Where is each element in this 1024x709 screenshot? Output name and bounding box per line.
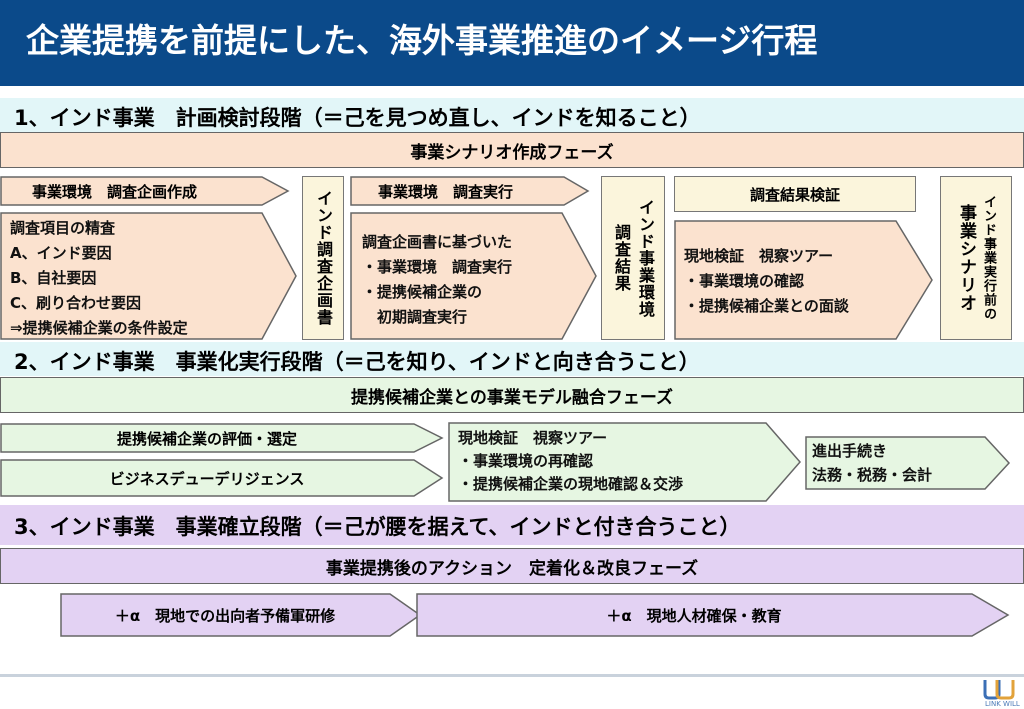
phase1-arrow-execute xyxy=(350,176,590,206)
phase2-tour-list: 現地検証 視察ツアー ・事業環境の再確認 ・提携候補企業の現地確認＆交渉 xyxy=(458,427,683,496)
phase2-tour-0: 現地検証 視察ツアー xyxy=(458,429,608,447)
phase3-title: 3、インド事業 事業確立段階（＝己が腰を据えて、インドと付き合うこと） xyxy=(14,515,741,539)
phase1-verify-list: 現地検証 視察ツアー ・事業環境の確認 ・提携候補企業との面談 xyxy=(684,244,849,319)
phase1-arrow-items xyxy=(0,212,297,340)
phase1-results-line1: 調査結果 xyxy=(612,224,631,292)
phase1-execute-1: ・事業環境 調査実行 xyxy=(362,258,513,276)
phase2-arrow-entry xyxy=(805,436,1011,490)
phase1-arrow-planning-label: 事業環境 調査企画作成 xyxy=(32,183,198,201)
phase2-arrow-dd-label: ビジネスデューデリジェンス xyxy=(109,470,305,488)
phase1-plan-doc: インド調査企画書 xyxy=(302,176,344,340)
phase1-scenario-box: インド事業実行前の 事業シナリオ xyxy=(940,176,1012,340)
phase2-arrow-eval xyxy=(0,423,444,453)
phase1-arrow-execute-detail xyxy=(350,212,597,340)
phase2-title-bg xyxy=(0,342,1024,376)
phase1-verify-1: ・事業環境の確認 xyxy=(684,272,805,290)
phase1-results-box: インド事業環境 調査結果 xyxy=(601,176,665,340)
phase3-arrow-hr xyxy=(416,593,1010,637)
phase2-tour-2: ・提携候補企業の現地確認＆交渉 xyxy=(458,475,684,493)
phase1-title-bg xyxy=(0,98,1024,132)
phase3-arrow-training xyxy=(60,593,422,637)
phase1-title: 1、インド事業 計画検討段階（＝己を見つめ直し、インドを知ること） xyxy=(14,106,701,130)
phase3-title-bg xyxy=(0,505,1024,545)
phase1-arrow-verify xyxy=(674,220,933,340)
phase2-entry-list: 進出手続き 法務・税務・会計 xyxy=(812,439,932,487)
phase1-execute-2: ・提携候補企業の xyxy=(362,283,483,301)
phase1-execute-0: 調査企画書に基づいた xyxy=(362,233,513,251)
phase1-arrow-execute-label: 事業環境 調査実行 xyxy=(378,183,514,201)
phase1-item-2: B、自社要因 xyxy=(10,269,97,287)
phase1-arrow-planning xyxy=(0,176,290,206)
footer-line xyxy=(0,674,1024,677)
phase2-title: 2、インド事業 事業化実行段階（＝己を知り、インドと向き合うこと） xyxy=(14,350,700,374)
phase1-band: 事業シナリオ作成フェーズ xyxy=(0,132,1024,168)
phase1-verify-0: 現地検証 視察ツアー xyxy=(684,247,834,265)
phase1-execute-list: 調査企画書に基づいた ・事業環境 調査実行 ・提携候補企業の 初期調査実行 xyxy=(362,230,512,330)
title-bar xyxy=(0,0,1024,86)
linkwill-logo-icon xyxy=(983,680,1015,700)
phase2-arrow-tour xyxy=(448,422,801,502)
phase2-entry-0: 進出手続き xyxy=(812,442,888,460)
phase1-item-3: C、刷り合わせ要因 xyxy=(10,294,142,312)
phase1-execute-3: 初期調査実行 xyxy=(362,308,468,326)
phase1-results-line0: インド事業環境 xyxy=(636,198,655,318)
phase2-arrow-dd xyxy=(0,459,444,497)
phase1-item-4: ⇒提携候補企業の条件設定 xyxy=(10,319,188,337)
phase3-arrow-training-label: ＋α 現地での出向者予備軍研修 xyxy=(114,607,336,625)
phase2-tour-1: ・事業環境の再確認 xyxy=(458,452,594,470)
phase3-band: 事業提携後のアクション 定着化＆改良フェーズ xyxy=(0,548,1024,584)
page-title: 企業提携を前提にした、海外事業推進のイメージ行程 xyxy=(26,21,818,60)
phase2-arrow-eval-label: 提携候補企業の評価・選定 xyxy=(116,430,297,448)
phase1-item-1: A、インド要因 xyxy=(10,244,112,262)
logo-text: LINK WILL xyxy=(985,700,1020,708)
phase1-item-0: 調査項目の精査 xyxy=(10,219,116,237)
phase1-verify-header: 調査結果検証 xyxy=(674,176,916,212)
phase2-entry-1: 法務・税務・会計 xyxy=(812,466,933,484)
phase1-scenario-line0: インド事業実行前の xyxy=(981,195,996,321)
phase3-arrow-hr-label: ＋α 現地人材確保・教育 xyxy=(606,607,782,625)
phase2-band: 提携候補企業との事業モデル融合フェーズ xyxy=(0,377,1024,413)
phase1-scenario-line1: 事業シナリオ xyxy=(956,204,976,312)
phase1-items-list: 調査項目の精査 A、インド要因 B、自社要因 C、刷り合わせ要因 ⇒提携候補企業… xyxy=(10,216,188,341)
phase1-verify-2: ・提携候補企業との面談 xyxy=(684,297,849,315)
